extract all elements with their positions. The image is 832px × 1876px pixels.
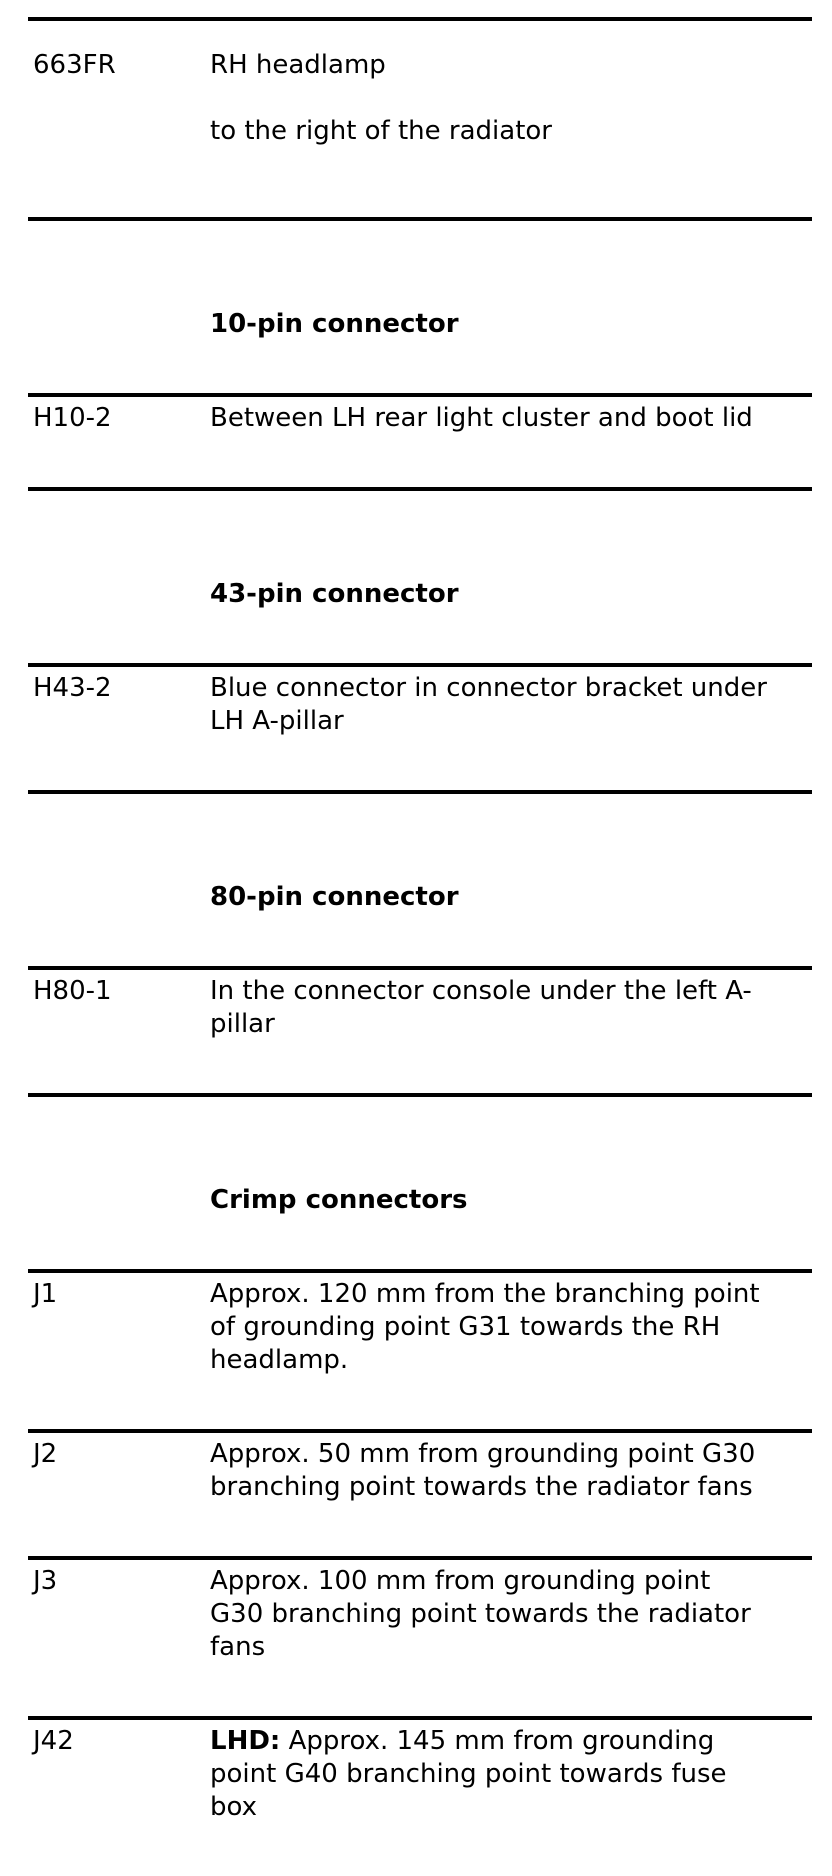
text-segment: headlamp. (210, 1345, 349, 1375)
row-code: H80-1 (33, 976, 112, 1006)
text-segment: Approx. 145 mm from grounding (280, 1726, 715, 1756)
text-segment: LH A-pillar (210, 706, 344, 736)
description-line: Approx. 120 mm from the branching point (210, 1278, 812, 1311)
table-rule (28, 393, 812, 397)
table-row: 663FR RH headlamp to the right of the radi… (28, 21, 812, 217)
row-code: J42 (33, 1726, 74, 1756)
row-code: H43-2 (33, 673, 112, 703)
description-line: fans (210, 1631, 812, 1664)
text-segment: branching point towards the radiator fan… (210, 1472, 753, 1502)
text-segment: to the right of the radiator (210, 116, 552, 146)
text-segment: box (210, 1792, 257, 1822)
description-line: Approx. 50 mm from grounding point G30 (210, 1438, 812, 1471)
table-rule (28, 217, 812, 221)
description-line: headlamp. (210, 1344, 812, 1377)
row-code: 663FR (33, 50, 116, 80)
text-segment: pillar (210, 1009, 275, 1039)
row-description: Between LH rear light cluster and boot l… (210, 402, 812, 435)
description-line: pillar (210, 1008, 812, 1041)
description-line: LH A-pillar (210, 705, 812, 738)
text-segment: Approx. 50 mm from grounding point G30 (210, 1439, 756, 1469)
description-line: branching point towards the radiator fan… (210, 1471, 812, 1504)
section-header: 10-pin connector (28, 221, 812, 393)
bold-text-segment: LHD: (210, 1726, 281, 1756)
table-row: H43-2 Blue connector in connector bracket… (28, 667, 812, 790)
text-segment: G30 branching point towards the radiator (210, 1599, 751, 1629)
table-rule (28, 966, 812, 970)
section-header-label: 43-pin connector (210, 579, 459, 609)
text-segment: Approx. 120 mm from the branching point (210, 1279, 760, 1309)
table-rule (28, 663, 812, 667)
row-description: Blue connector in connector bracket unde… (210, 672, 812, 738)
text-segment: Blue connector in connector bracket unde… (210, 673, 767, 703)
description-line: to the right of the radiator (210, 115, 812, 148)
section-header: 80-pin connector (28, 794, 812, 966)
description-line: box (210, 1791, 812, 1824)
text-segment: fans (210, 1632, 266, 1662)
section-header-label: 80-pin connector (210, 882, 459, 912)
text-segment: Approx. 100 mm from grounding point (210, 1566, 711, 1596)
description-line: In the connector console under the left … (210, 975, 812, 1008)
table-row: H10-2 Between LH rear light cluster and b… (28, 397, 812, 487)
table-rule (28, 1556, 812, 1560)
description-line: RH headlamp (210, 49, 812, 82)
table-row: J1 Approx. 120 mm from the branching poin… (28, 1273, 812, 1429)
row-code: H10-2 (33, 403, 112, 433)
table-row: H80-1 In the connector console under the … (28, 970, 812, 1093)
section-header: Crimp connectors (28, 1097, 812, 1269)
section-header-label: Crimp connectors (210, 1185, 468, 1215)
table-rule (28, 1429, 812, 1433)
description-line: Blue connector in connector bracket unde… (210, 672, 812, 705)
description-line: Between LH rear light cluster and boot l… (210, 402, 812, 435)
description-line: point G40 branching point towards fuse (210, 1758, 812, 1791)
row-code: J1 (33, 1279, 58, 1309)
connector-location-table: 663FR RH headlamp to the right of the radi… (28, 17, 812, 1876)
table-rule (28, 487, 812, 491)
section-header-label: 10-pin connector (210, 309, 459, 339)
description-line: Approx. 100 mm from grounding point (210, 1565, 812, 1598)
text-segment: point G40 branching point towards fuse (210, 1759, 727, 1789)
description-line (210, 82, 812, 115)
table-row: J2 Approx. 50 mm from grounding point G30… (28, 1433, 812, 1556)
row-description: RH headlamp to the right of the radiator (210, 49, 812, 148)
text-segment: In the connector console under the left … (210, 976, 752, 1006)
description-line: LHD: Approx. 145 mm from grounding (210, 1725, 812, 1758)
description-line: G30 branching point towards the radiator (210, 1598, 812, 1631)
text-segment: RH headlamp (210, 50, 386, 80)
table-rule (28, 1716, 812, 1720)
row-code: J2 (33, 1439, 58, 1469)
description-line: of grounding point G31 towards the RH (210, 1311, 812, 1344)
text-segment: of grounding point G31 towards the RH (210, 1312, 721, 1342)
section-header: 43-pin connector (28, 491, 812, 663)
text-segment: Between LH rear light cluster and boot l… (210, 403, 753, 433)
row-description: In the connector console under the left … (210, 975, 812, 1041)
table-rule (28, 17, 812, 21)
table-rule (28, 790, 812, 794)
table-rule (28, 1093, 812, 1097)
table-rule (28, 1269, 812, 1273)
row-code: J3 (33, 1566, 58, 1596)
